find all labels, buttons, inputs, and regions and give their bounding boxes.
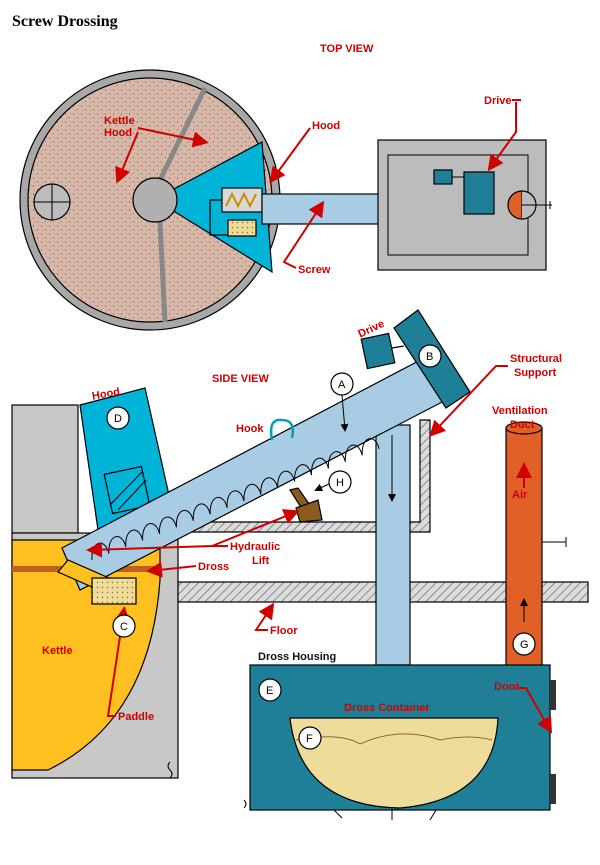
label-paddle: Paddle (118, 711, 154, 723)
dross-container (289, 717, 499, 809)
label-structural-support-2: Support (514, 367, 556, 379)
label-kettle-hood: Kettle (104, 115, 135, 127)
hood-divider (157, 221, 168, 323)
marker-c: C (112, 614, 136, 638)
marker-g: G (512, 632, 536, 656)
door-hinge-top (550, 680, 556, 710)
svg-text:H: H (336, 477, 344, 489)
label-kettle: Kettle (42, 645, 73, 657)
svg-text:F: F (306, 733, 313, 745)
side-view (11, 309, 589, 821)
label-kettle-hood-2: Hood (104, 127, 132, 139)
label-drive-top: Drive (484, 95, 512, 107)
screw-flight (91, 438, 380, 561)
svg-text:B: B (426, 351, 433, 363)
svg-text:D: D (114, 413, 122, 425)
label-hydraulic-lift-2: Lift (252, 555, 269, 567)
svg-text:A: A (338, 379, 346, 391)
marker-h: H (314, 470, 352, 494)
label-hood-top: Hood (312, 120, 340, 132)
center-hub (132, 177, 178, 223)
svg-text:G: G (520, 639, 529, 651)
label-hydraulic-lift: Hydraulic (230, 541, 280, 553)
top-view: Kettle Hood Hood Drive Screw (19, 69, 552, 331)
paddle-side (91, 577, 137, 605)
drive-motor-side (360, 332, 396, 370)
left-wall (11, 404, 79, 534)
label-structural-support: Structural (510, 353, 562, 365)
label-ventilation-2: Duct (510, 419, 535, 431)
marker-f: F (298, 726, 322, 750)
label-hook: Hook (236, 423, 264, 435)
hook (269, 418, 295, 441)
ventilation-duct (505, 427, 543, 669)
top-view-heading: TOP VIEW (320, 43, 374, 55)
marker-a: A (330, 372, 354, 432)
svg-text:E: E (266, 685, 273, 697)
drive-end-port (507, 190, 523, 220)
label-hood-side: Hood (91, 386, 121, 403)
door-hinge-bottom (550, 774, 556, 804)
label-door: Door (494, 681, 520, 693)
label-floor: Floor (270, 625, 298, 637)
label-dross: Dross (198, 561, 229, 573)
drive-motor (433, 169, 453, 185)
dross-chute (375, 424, 411, 666)
label-dross-housing: Dross Housing (258, 651, 336, 663)
label-air: Air (512, 489, 528, 501)
side-view-heading: SIDE VIEW (212, 373, 269, 385)
marker-d: D (106, 406, 130, 430)
drive-unit (463, 171, 495, 215)
hood-divider (157, 86, 208, 182)
svg-text:C: C (120, 621, 128, 633)
label-dross-container: Dross Container (344, 702, 430, 714)
paddle-top (227, 219, 257, 237)
marker-b: B (418, 344, 442, 368)
page-title: Screw Drossing (12, 13, 118, 30)
label-ventilation: Ventilation (492, 405, 548, 417)
label-screw-top: Screw (298, 264, 331, 276)
marker-e: E (258, 678, 282, 702)
